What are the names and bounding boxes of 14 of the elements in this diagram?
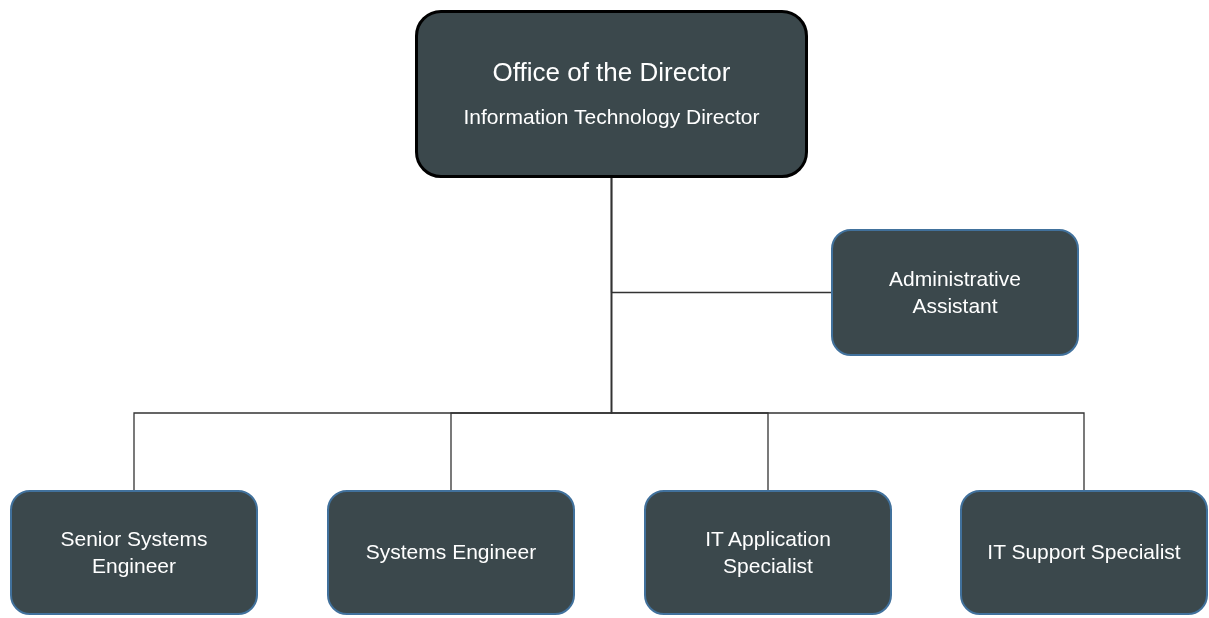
role-box	[960, 490, 1208, 615]
role-title: Systems Engineer	[365, 539, 537, 566]
role-box	[831, 229, 1079, 356]
director-box	[415, 10, 808, 178]
box-heading: Office of the Director	[492, 57, 731, 88]
connector-line	[610, 177, 1085, 491]
role-box	[327, 490, 575, 615]
role-title: Administrative Assistant	[888, 266, 1022, 319]
role-box	[10, 490, 258, 615]
role-title: IT Application Specialist	[704, 526, 832, 579]
role-title: Senior Systems Engineer	[59, 526, 209, 579]
role-title: Information Technology Director	[463, 103, 760, 130]
role-title: IT Support Specialist	[987, 539, 1181, 566]
role-box	[644, 490, 892, 615]
